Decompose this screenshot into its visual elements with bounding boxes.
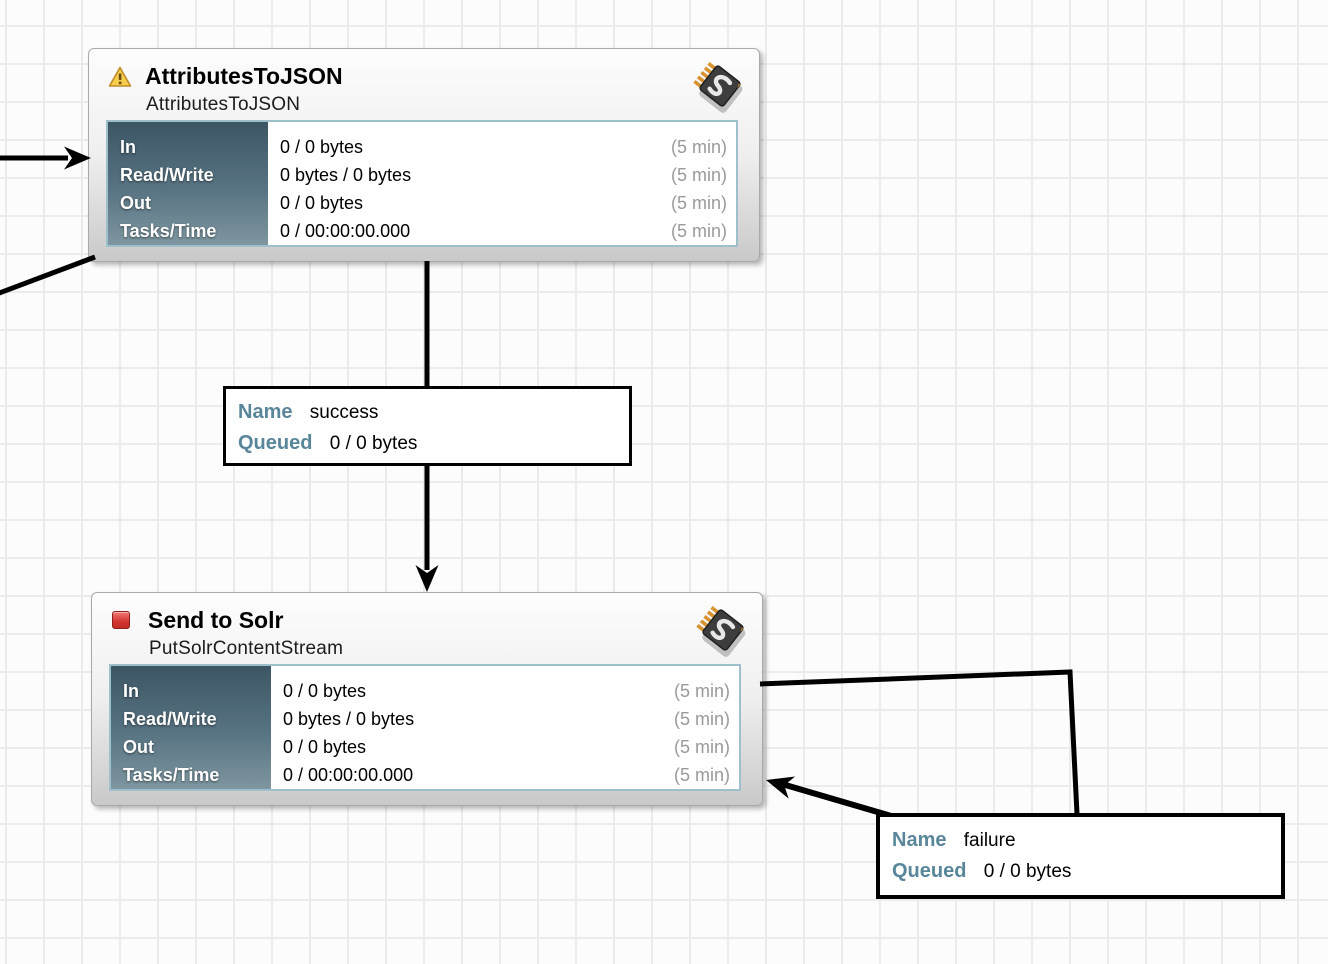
processor-name: Send to Solr: [148, 607, 284, 633]
stat-value: 0 bytes / 0 bytes: [283, 708, 415, 729]
chip-gear-icon: [689, 55, 751, 117]
processor-name: AttributesToJSON: [145, 63, 343, 89]
stat-row-readwrite: Read/Write 0 bytes / 0 bytes (5 min): [108, 161, 736, 189]
name-value: failure: [963, 830, 1016, 851]
stat-window: (5 min): [670, 164, 727, 185]
stat-value: 0 / 0 bytes: [283, 736, 367, 757]
queued-key: Queued: [892, 860, 967, 882]
chip-pin: [700, 70, 709, 79]
stat-row-in: In 0 / 0 bytes (5 min): [108, 133, 736, 161]
processor-stats-table: In 0 / 0 bytes (5 min) Read/Write 0 byte…: [106, 120, 738, 247]
stats-label-column: [108, 122, 268, 245]
chip-corner-mark: [740, 627, 744, 633]
arrowhead-icon: [766, 776, 796, 799]
chip-pin: [696, 623, 705, 632]
queued-value: 0 / 0 bytes: [983, 861, 1072, 882]
warning-exclamation-bar: [118, 73, 122, 80]
stat-label: In: [123, 680, 139, 701]
stat-value: 0 / 0 bytes: [280, 192, 364, 213]
connection-label-failure[interactable]: Name failure Queued 0 / 0 bytes: [876, 813, 1285, 899]
connection-failure[interactable]: [759, 669, 1080, 823]
warning-exclamation-dot: [118, 81, 122, 85]
stat-window: (5 min): [673, 736, 730, 757]
warning-icon: [108, 66, 132, 88]
stat-value: 0 / 0 bytes: [283, 680, 367, 701]
connection-incoming-left[interactable]: [0, 146, 91, 170]
queued-key: Queued: [238, 432, 313, 454]
chip-pin: [696, 75, 706, 84]
processor-stats-table: In 0 / 0 bytes (5 min) Read/Write 0 byte…: [109, 664, 741, 791]
chip-pin: [693, 79, 702, 88]
connection-name-row: Name failure: [892, 825, 1269, 856]
connection-lower-left[interactable]: [0, 254, 96, 296]
chip-gear-glyph: [710, 618, 736, 641]
stat-label: Tasks/Time: [123, 764, 220, 785]
name-value: success: [309, 402, 379, 423]
stat-window: (5 min): [673, 708, 730, 729]
stat-row-out: Out 0 / 0 bytes (5 min): [108, 189, 736, 217]
stat-label: In: [120, 136, 136, 157]
queued-value: 0 / 0 bytes: [329, 433, 418, 454]
stat-row-taskstime: Tasks/Time 0 / 00:00:00.000 (5 min): [108, 217, 736, 245]
stat-value: 0 bytes / 0 bytes: [280, 164, 412, 185]
connection-queued-row: Queued 0 / 0 bytes: [892, 856, 1269, 887]
stopped-icon: [112, 611, 130, 629]
connection-line: [759, 669, 1080, 815]
arrowhead-icon: [415, 565, 439, 592]
stat-value: 0 / 00:00:00.000: [280, 220, 411, 241]
processor-attributestojson[interactable]: AttributesToJSON AttributesToJSON: [88, 48, 760, 262]
processor-send-to-solr[interactable]: Send to Solr PutSolrContentStream: [91, 592, 763, 806]
name-key: Name: [238, 401, 293, 423]
stat-row-in: In 0 / 0 bytes (5 min): [111, 677, 739, 705]
stat-window: (5 min): [670, 192, 727, 213]
stat-window: (5 min): [670, 136, 727, 157]
stat-row-readwrite: Read/Write 0 bytes / 0 bytes (5 min): [111, 705, 739, 733]
stat-value: 0 / 00:00:00.000: [283, 764, 414, 785]
chip-pin: [706, 610, 716, 619]
chip-pin: [703, 66, 713, 75]
stat-window: (5 min): [670, 220, 727, 241]
chip-gear-glyph: [707, 74, 733, 97]
stat-window: (5 min): [673, 680, 730, 701]
chip-pin: [703, 614, 712, 623]
connection-queued-row: Queued 0 / 0 bytes: [238, 428, 617, 459]
processor-type: AttributesToJSON: [146, 94, 301, 115]
stats-label-column: [111, 666, 271, 789]
chip-pin: [699, 619, 709, 628]
stat-value: 0 / 0 bytes: [280, 136, 364, 157]
chip-pin: [710, 605, 719, 614]
stat-label: Tasks/Time: [120, 220, 217, 241]
connection-name-row: Name success: [238, 397, 617, 428]
name-key: Name: [892, 829, 947, 851]
chip-pin: [707, 61, 716, 70]
connection-label-success[interactable]: Name success Queued 0 / 0 bytes: [223, 386, 632, 466]
stat-row-out: Out 0 / 0 bytes (5 min): [111, 733, 739, 761]
stat-row-taskstime: Tasks/Time 0 / 00:00:00.000 (5 min): [111, 761, 739, 789]
processor-type: PutSolrContentStream: [149, 638, 344, 659]
stat-label: Out: [123, 736, 154, 757]
stat-label: Read/Write: [120, 164, 214, 185]
chip-corner-mark: [737, 83, 741, 89]
chip-gear-icon: [692, 599, 754, 661]
stat-window: (5 min): [673, 764, 730, 785]
stat-label: Read/Write: [123, 708, 217, 729]
connection-line: [0, 254, 96, 296]
arrowhead-icon: [64, 146, 91, 170]
stat-label: Out: [120, 192, 151, 213]
